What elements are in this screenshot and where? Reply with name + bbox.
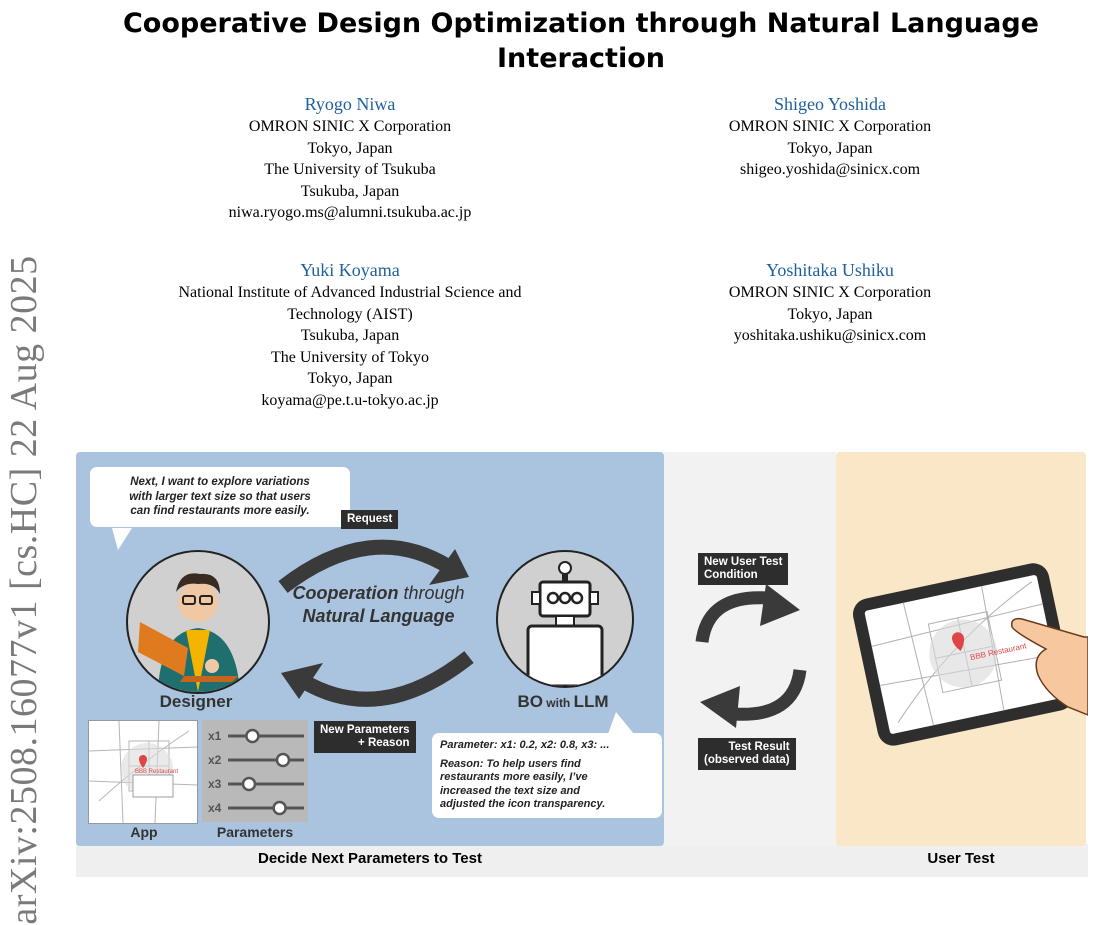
cycle-arrows — [278, 539, 474, 707]
slider-handle — [275, 752, 291, 768]
slider-handle — [241, 776, 257, 792]
author-name: Yuki Koyama — [300, 260, 400, 280]
svg-text:BBB Restaurant: BBB Restaurant — [135, 769, 178, 775]
new-user-test-tag: New User Test Condition — [698, 553, 789, 585]
author-name: Ryogo Niwa — [304, 94, 396, 114]
app-thumbnail: BBB Restaurant — [88, 720, 198, 824]
designer-speech-bubble: Next, I want to explore variations with … — [90, 467, 350, 527]
llm-parameter-text: Parameter: x1: 0.2, x2: 0.8, x3: ... — [440, 739, 610, 751]
user-test-loop-arrows — [695, 584, 807, 728]
designer-label: Designer — [159, 692, 233, 711]
author-name: Shigeo Yoshida — [773, 94, 887, 114]
slider-handle — [272, 800, 287, 816]
caption-right: User Test — [927, 850, 995, 867]
cooperation-text: Cooperation through Natural Language — [292, 583, 465, 626]
tablet-illustration: BBB Restaurant — [852, 563, 1088, 746]
paper-title: Cooperative Design Optimization through … — [122, 8, 1039, 74]
author-block: Yoshitaka Ushiku OMRON SINIC X Corporati… — [660, 258, 1000, 347]
slider-label: x4 — [208, 801, 222, 815]
llm-bubble-tail — [608, 712, 634, 734]
designer-illustration — [126, 550, 270, 694]
new-parameters-tag: New Parameters + Reason — [314, 721, 416, 753]
slider-label: x2 — [208, 753, 222, 767]
llm-speech-bubble: Parameter: x1: 0.2, x2: 0.8, x3: ... Rea… — [432, 733, 662, 818]
bo-with-llm-label: BO with LLM — [517, 692, 609, 711]
teaser-figure: Next, I want to explore variations with … — [76, 452, 1088, 877]
robot-illustration — [496, 550, 634, 688]
request-tag: Request — [341, 510, 399, 529]
caption-band — [76, 844, 1088, 877]
parameters-label: Parameters — [216, 824, 294, 840]
author-name: Yoshitaka Ushiku — [766, 260, 894, 280]
slider-label: x3 — [208, 777, 222, 791]
loop-panel — [664, 452, 836, 846]
parameters-panel: x1 x2 x3 x4 — [202, 720, 308, 822]
caption-left: Decide Next Parameters to Test — [258, 850, 482, 867]
author-block: Yuki Koyama National Institute of Advanc… — [90, 258, 610, 411]
app-label: App — [130, 824, 158, 840]
test-result-tag: Test Result (observed data) — [698, 738, 796, 770]
slider-label: x1 — [208, 729, 222, 743]
bubble-tail — [112, 528, 132, 550]
arxiv-stamp: arXiv:2508.16077v1 [cs.HC] 22 Aug 2025 — [3, 255, 45, 925]
author-block: Shigeo Yoshida OMRON SINIC X Corporation… — [660, 92, 1000, 181]
slider-handle — [245, 728, 260, 744]
